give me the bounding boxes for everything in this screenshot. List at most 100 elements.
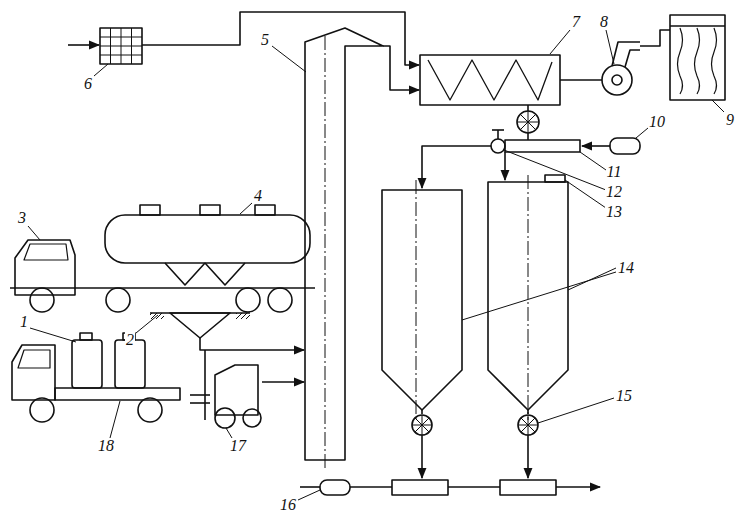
bag-filter-part [670,15,725,100]
air-filter-grid-part [100,28,142,64]
screw-dryer-part [560,79,602,81]
fan-part [612,75,622,85]
silo-valves-part [421,410,423,414]
callout-number: 9 [725,112,735,128]
forklift [190,350,304,428]
fan-part [602,65,632,95]
silo-valves-part [527,410,529,414]
storage-silos-part [416,180,417,420]
callout-number: 12 [605,184,623,200]
fan-part [640,30,670,46]
air-filter-grid-part-part [100,55,142,56]
discharge-conveyor [300,480,600,495]
storage-silos [382,175,568,420]
silo-valves-part [412,415,432,435]
can-truck-part [18,350,50,368]
silo-valves-part [518,415,538,435]
distribution-conveyor-part [491,139,505,153]
air-filter-grid-part-part [100,46,142,47]
forklift-part [190,402,210,404]
discharge-conveyor-part [320,480,350,495]
bucket-elevator [305,28,419,470]
leader-lines-part [30,328,76,342]
distribution-conveyor-part [422,146,491,188]
tank-truck-part [200,205,220,215]
leader-lines-part [110,401,120,438]
receiving-hopper-part [170,313,230,338]
leader-lines-part [28,226,40,240]
screw-dryer-part [428,60,552,100]
bucket-elevator-part [325,36,326,470]
rotary-valve [517,105,539,140]
can-truck [12,333,180,422]
silo-valves [412,410,538,478]
callout-number: 10 [648,114,666,130]
air-filter-grid-part-part [131,28,132,64]
can-truck-part [138,398,162,422]
leader-lines-part [462,272,616,320]
distribution-conveyor-part [582,145,610,147]
distribution-conveyor-part [504,152,506,180]
leader-lines-part [136,315,158,333]
callout-number: 4 [253,188,263,204]
tank-truck-part [255,205,275,215]
tank-truck-part [105,215,310,263]
tank-truck-part [30,288,54,312]
leader-lines-part [580,152,606,170]
screw-dryer-part [420,55,560,105]
silo-valves-part [421,435,423,478]
callout-number: 1 [19,314,29,330]
screw-dryer [420,55,602,105]
distribution-conveyor [422,130,640,188]
tank-truck-part [140,205,160,215]
callout-number: 2 [125,332,135,348]
distribution-conveyor-part [610,138,640,154]
leader-lines-part [550,30,570,54]
leader-lines-part [504,150,606,190]
tank-truck-part [165,263,245,285]
bucket-elevator-part [305,28,383,460]
leader-lines-part [712,100,724,112]
callout-number: 7 [571,14,581,30]
leader-lines-part [272,46,306,72]
storage-silos-part [528,175,529,420]
bucket-elevator-part [383,46,419,90]
callout-number: 13 [605,204,623,220]
forklift-part [215,408,235,428]
tank-truck-part [10,287,315,289]
forklift-part [190,394,210,396]
silo-valves-part [518,415,538,435]
bag-filter-part [695,28,700,94]
rotary-valve-part [517,111,539,133]
leader-lines-part [565,180,606,208]
rotary-valve-part [527,105,529,111]
air-filter-grid-part [100,28,142,64]
leader-lines-part [538,398,614,423]
silo-valves-part [527,435,529,478]
callout-number: 18 [97,438,115,454]
leader-lines-part [240,203,252,214]
callout-number: 11 [606,164,623,180]
bag-filter-part [670,25,725,27]
tank-truck-part [268,288,292,312]
can-truck-part [72,340,102,388]
discharge-conveyor-part [350,486,392,488]
fan-part [612,42,640,66]
bag-filter-part [678,28,683,94]
tank-truck-part [24,244,68,260]
callout-number: 16 [279,497,297,513]
rotary-valve-part [517,111,539,133]
callout-number: 14 [617,260,635,276]
leader-lines-part [606,30,614,64]
bag-filter-part [712,28,717,94]
can-truck-part [30,398,54,422]
air-filter-grid-part [142,12,419,65]
can-truck-part [80,333,92,340]
bag-filter [670,15,725,100]
rotary-valve-part [527,133,529,140]
distribution-conveyor-part [505,140,580,152]
distribution-conveyor-part [492,129,504,131]
callout-number: 17 [229,438,247,454]
discharge-conveyor-part [392,480,448,495]
